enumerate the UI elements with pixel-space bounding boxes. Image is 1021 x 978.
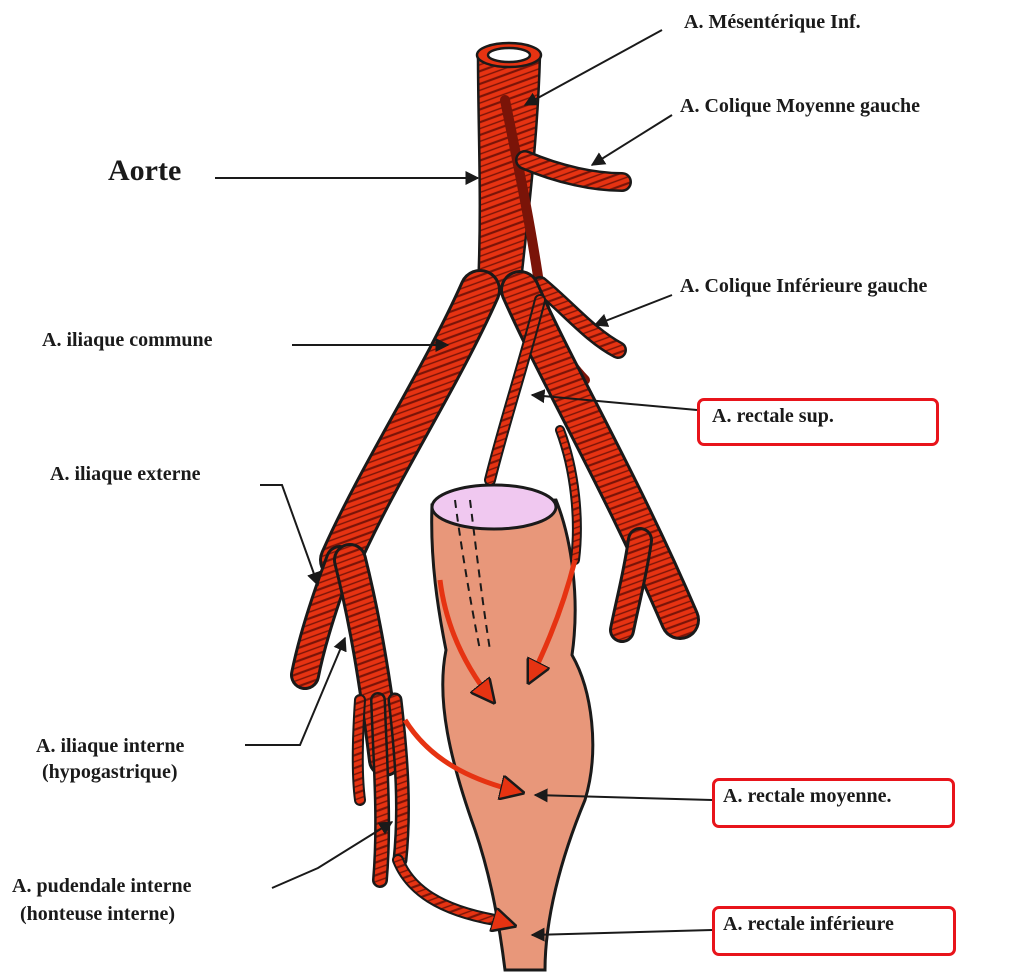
highlight-box-rectale-sup: A. rectale sup. [697, 398, 939, 446]
label-rectale-moyenne: A. rectale moyenne. [723, 786, 891, 807]
rectum [432, 485, 593, 970]
label-mesenterique-inf: A. Mésentérique Inf. [684, 12, 861, 33]
label-honteuse-interne: (honteuse interne) [20, 904, 175, 925]
label-iliaque-externe: A. iliaque externe [50, 464, 201, 485]
label-colique-inferieure-gauche: A. Colique Inférieure gauche [680, 276, 927, 297]
label-pudendale-interne: A. pudendale interne [12, 876, 191, 897]
label-hypogastrique: (hypogastrique) [42, 762, 178, 783]
highlight-box-rectale-inferieure: A. rectale inférieure [712, 906, 956, 956]
label-aorte: Aorte [108, 155, 181, 187]
label-iliaque-commune: A. iliaque commune [42, 330, 213, 351]
label-rectale-sup: A. rectale sup. [712, 406, 834, 427]
highlight-box-rectale-moyenne: A. rectale moyenne. [712, 778, 955, 828]
label-rectale-inferieure: A. rectale inférieure [723, 914, 894, 935]
rectum-lumen [432, 485, 556, 529]
label-iliaque-interne: A. iliaque interne [36, 736, 184, 757]
label-colique-moyenne-gauche: A. Colique Moyenne gauche [680, 96, 920, 117]
